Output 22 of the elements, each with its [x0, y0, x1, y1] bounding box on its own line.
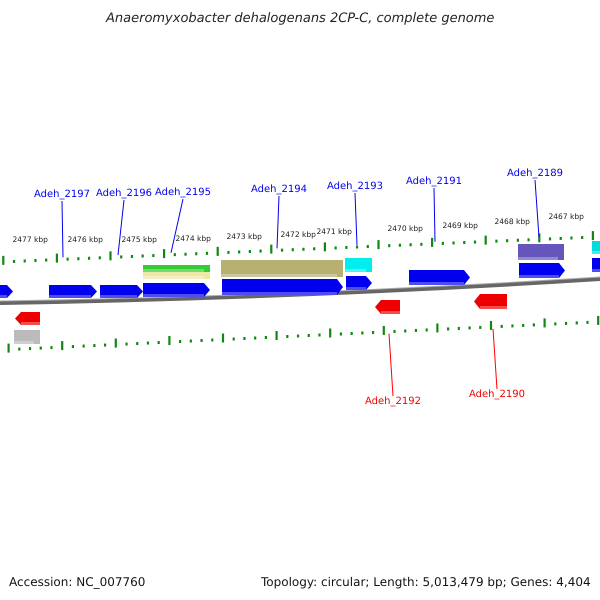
- footer-text: Accession: NC_007760: [9, 576, 146, 588]
- leader-line: [388, 333, 394, 396]
- leader-line: [354, 192, 358, 246]
- gene-label: Adeh_2194: [251, 185, 307, 195]
- gene-label: Adeh_2196: [96, 189, 152, 199]
- gene-label: Adeh_2189: [507, 169, 563, 179]
- scale-ruler: [8, 316, 600, 353]
- gene-label: Adeh_2191: [406, 177, 462, 187]
- leader-line: [434, 188, 436, 242]
- leader-line: [62, 200, 64, 258]
- gene-label: Adeh_2193: [327, 182, 383, 192]
- gene-label: Adeh_2195: [155, 188, 211, 198]
- footer-text: Topology: circular; Length: 5,013,479 bp; Genes: 4,404: [261, 576, 591, 588]
- diagram-title: Anaeromyxobacter dehalogenans 2CP-C, complete genome: [106, 12, 494, 24]
- gene-label: Adeh_2192: [365, 397, 421, 407]
- leader-line: [534, 180, 540, 238]
- gene-label: Adeh_2197: [34, 190, 90, 200]
- gene-label: Adeh_2190: [469, 390, 525, 400]
- leader-line: [276, 196, 280, 249]
- leader-line: [170, 198, 184, 254]
- leader-line: [492, 328, 498, 390]
- leader-line: [118, 200, 124, 256]
